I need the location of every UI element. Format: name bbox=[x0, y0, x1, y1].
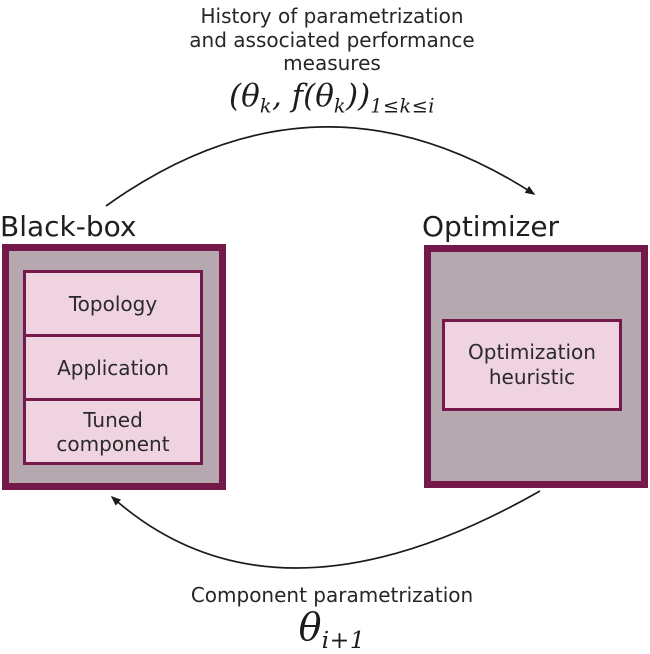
optimizer-label: Optimizer bbox=[422, 210, 560, 243]
history-arrow-icon bbox=[105, 126, 536, 207]
optimization-heuristic-label: Optimization heuristic bbox=[468, 340, 596, 389]
application-label: Application bbox=[57, 355, 169, 380]
tuned-component-label: Tuned component bbox=[56, 407, 170, 456]
parametrization-arrow-icon bbox=[110, 490, 541, 569]
history-annotation-line3: measures bbox=[283, 51, 381, 75]
blackbox-row-topology: Topology bbox=[26, 273, 200, 334]
history-annotation-line1: History of parametrization bbox=[200, 4, 464, 28]
parametrization-annotation-line1: Component parametrization bbox=[190, 583, 474, 607]
history-annotation: History of parametrization and associate… bbox=[0, 4, 650, 118]
history-annotation-line2: and associated performance bbox=[189, 27, 475, 52]
blackbox-row-application: Application bbox=[26, 334, 200, 398]
topology-label: Topology bbox=[68, 291, 158, 316]
optimization-heuristic-box: Optimization heuristic bbox=[442, 319, 622, 411]
blackbox-row-tuned-component: Tuned component bbox=[26, 398, 200, 462]
history-formula: (θk, f(θk))1≤k≤i bbox=[229, 77, 435, 118]
parametrization-formula: θi+1 bbox=[298, 604, 366, 654]
parametrization-annotation: Component parametrization θi+1 bbox=[0, 583, 650, 654]
blackbox-component-stack: Topology Application Tuned component bbox=[23, 270, 203, 465]
blackbox-label: Black-box bbox=[0, 210, 137, 243]
